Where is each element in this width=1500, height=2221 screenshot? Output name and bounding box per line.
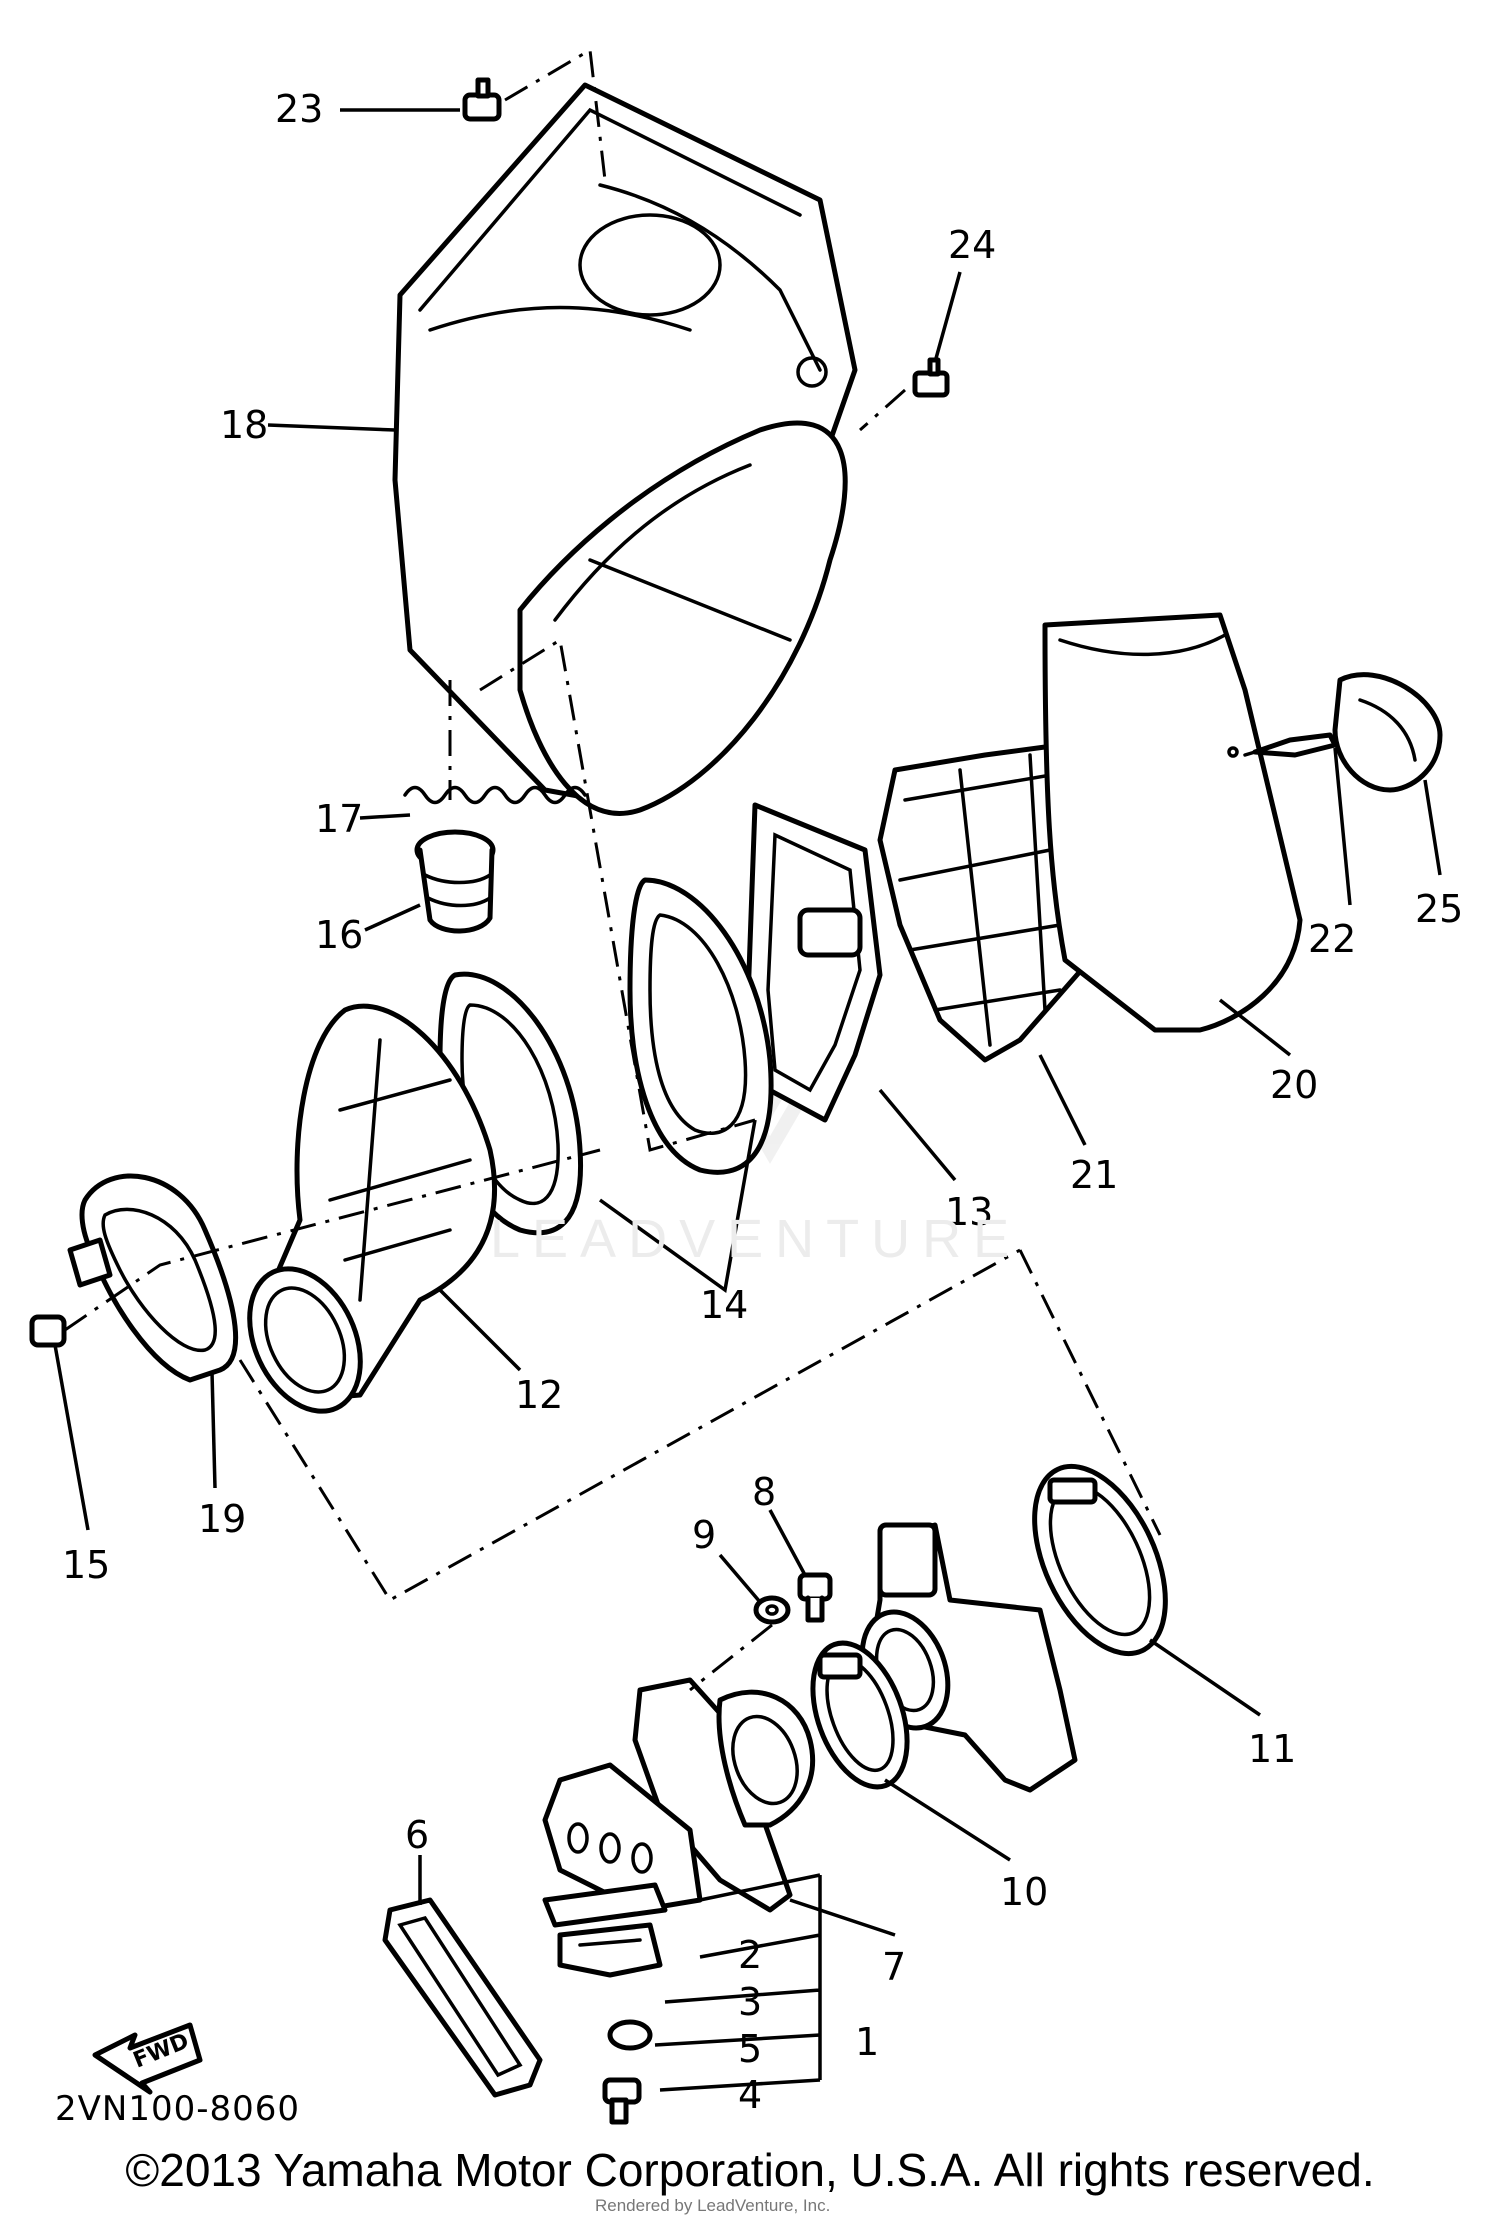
callout-22: 22 [1308,917,1356,961]
callout-14: 14 [700,1283,748,1327]
copyright-notice: ©2013 Yamaha Motor Corporation, U.S.A. A… [125,2144,1375,2196]
leader-17 [359,813,411,820]
leader-7 [789,1898,896,1937]
clamp-10 [810,1640,910,1790]
callout-13: 13 [945,1190,993,1234]
bracket-1-lines [654,1873,822,2092]
air-filter-element-20 [1042,612,1303,1033]
bolt-8 [797,1572,833,1623]
carburetor [859,1522,1078,1793]
guide-line-19 [64,1148,601,1332]
callout-5: 5 [738,2027,762,2071]
guide-line-9 [689,1623,773,1692]
callout-11: 11 [1248,1727,1296,1771]
callout-2: 2 [738,1933,762,1977]
callout-6: 6 [405,1813,429,1857]
guide-line-24 [859,388,906,432]
callout-10: 10 [1000,1870,1048,1914]
callout-8: 8 [752,1470,776,1514]
leader-21 [1038,1054,1087,1146]
bolt-24 [912,357,950,398]
leader-15 [53,1344,90,1531]
filter-holder-13 [745,802,883,1123]
callout-20: 20 [1270,1063,1318,1107]
callout-12: 12 [515,1373,563,1417]
leader-24 [933,271,962,363]
washer-9 [753,1595,791,1625]
wing-nut-25 [1332,672,1443,793]
callout-16: 16 [315,913,363,957]
gasket-6 [382,1897,543,2098]
screw-4 [602,2077,642,2125]
render-credit: Rendered by LeadVenture, Inc. [595,2196,831,2215]
carburetor-joint-7 [632,1677,816,1913]
leader-20 [1218,998,1292,1057]
leader-11 [1149,1638,1261,1717]
leader-13 [878,1088,957,1182]
reed-valve-assembly-1 [542,1762,703,1978]
leader-16 [364,903,421,932]
leader-10 [884,1778,1011,1862]
diagram-code: 2VN100-8060 [55,2089,300,2129]
watermark-text: LEADVENTURE [490,1209,1022,1269]
callout-25: 25 [1415,887,1463,931]
clamp-11 [1032,1463,1168,1657]
bolt-22 [1243,732,1338,758]
fwd-arrow-icon: FWD [92,2022,203,2095]
callout-7: 7 [882,1945,906,1989]
callout-19: 19 [198,1497,246,1541]
guide-line-11 [1018,1249,1162,1536]
callout-4: 4 [738,2073,762,2117]
screw-23 [462,77,502,122]
drain-boot-16 [414,829,496,934]
callout-23: 23 [275,87,323,131]
spring-17 [403,785,587,805]
callout-21: 21 [1070,1153,1118,1197]
washer-5 [607,2019,653,2051]
leader-9 [718,1553,762,1604]
guide-line-16 [479,637,756,1152]
leader-19 [210,1371,217,1489]
air-box-housing [392,82,858,816]
joint-flange-19 [67,1173,239,1383]
leader-8 [768,1509,807,1576]
callout-9: 9 [692,1513,716,1557]
bracket-14-lines [598,1119,757,1294]
leader-25 [1423,779,1442,876]
callout-24: 24 [948,223,996,267]
intake-duct-12 [247,1003,497,1414]
guide-line-12-bottom [238,1248,1021,1603]
leader-18 [267,423,396,432]
callout-17: 17 [315,797,363,841]
callout-3: 3 [738,1980,762,2024]
leader-22 [1333,747,1352,906]
callout-1: 1 [855,2020,879,2064]
callout-18: 18 [220,403,268,447]
nut-15 [29,1314,67,1348]
gasket-14-upper [627,877,774,1175]
callout-15: 15 [62,1543,110,1587]
leader-12 [438,1288,522,1372]
